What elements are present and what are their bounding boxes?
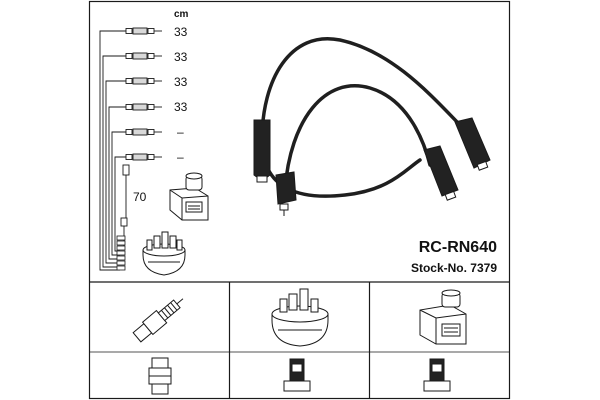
spark-plug-boot-1 — [253, 119, 271, 179]
ignition-coil-icon — [169, 172, 209, 221]
angled-connector-icon-2 — [423, 358, 451, 392]
length-label-2: 33 — [174, 50, 188, 64]
diagram-frame — [88, 0, 511, 400]
lead-connector-1 — [125, 27, 162, 35]
spark-plug-boot-3 — [454, 117, 491, 169]
length-labels: 33 33 33 33 – – 70 — [133, 25, 188, 204]
ignition-cable-1 — [260, 36, 467, 142]
spark-plug-boot-2 — [275, 171, 297, 205]
lead-connector-2 — [125, 52, 162, 60]
lead-connector-4 — [125, 103, 162, 111]
coil-wire-plug-icon — [120, 164, 130, 227]
cable-boots — [253, 117, 491, 216]
length-label-1: 33 — [174, 25, 188, 39]
length-label-5: – — [177, 125, 184, 139]
length-label-3: 33 — [174, 75, 188, 89]
lead-connector-6 — [125, 153, 162, 161]
distributor-cap-accessory-icon — [271, 288, 329, 347]
ignition-coil-accessory-icon — [419, 289, 467, 345]
length-label-6: – — [177, 150, 184, 164]
spark-plug-boot-4 — [423, 145, 459, 197]
lead-connector-3 — [125, 77, 162, 85]
distributor-cap-icon — [142, 231, 186, 276]
straight-connector-icon — [148, 357, 172, 395]
unit-label: cm — [174, 9, 189, 20]
lead-connectors — [125, 27, 162, 161]
lead-schematic — [99, 30, 127, 271]
coil-wire-length-label: 70 — [133, 190, 147, 204]
part-number: RC-RN640 — [419, 239, 497, 256]
length-label-4: 33 — [174, 100, 188, 114]
angled-connector-icon-1 — [283, 358, 311, 392]
ignition-cable-2 — [283, 84, 432, 192]
lead-connector-5 — [125, 128, 162, 136]
terminal-stack-icon — [116, 235, 126, 271]
stock-number: Stock-No. 7379 — [411, 261, 497, 275]
spark-plug-icon — [132, 298, 184, 343]
